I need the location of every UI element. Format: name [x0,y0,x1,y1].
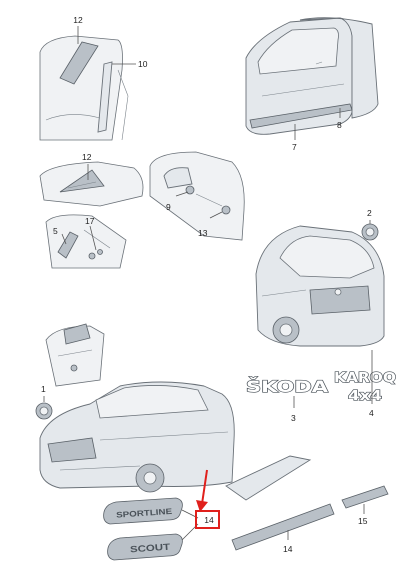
brand-emblem-text: ŠKODA [246,377,329,396]
callout-8: 8 [337,120,342,130]
door-drawing [245,17,379,135]
callout-10: 10 [138,59,148,69]
callout-4: 4 [369,408,374,418]
window-trim-detail [39,35,129,141]
highlight-box [195,510,220,529]
sill-trim-15 [341,485,389,509]
highlight-arrowhead [196,500,208,512]
highlight-arrow [201,469,208,505]
model-emblem-text: KAROQ [334,371,396,386]
callout-12-left: 12 [82,152,92,162]
model-emblem: KAROQ 4x4 [333,370,396,404]
cap-detail [45,323,105,387]
callout-2: 2 [367,208,372,218]
callout-13: 14 [204,515,214,525]
sill-badge-bottom: SCOUT [107,533,183,561]
vehicle-rear [255,225,385,347]
callout-15: 15 [358,516,368,526]
callout-7: 7 [292,142,297,152]
sill-trim-14 [231,503,335,551]
sill-badge-bottom-text: SCOUT [130,542,171,555]
pillar-detail [39,161,144,269]
callout-11: 12 [73,15,83,25]
sill-badge-top: SPORTLINE [103,497,183,525]
callout-9: 9 [166,202,171,212]
callout-3: 3 [291,413,296,423]
mirror-clip-detail [149,151,245,241]
drive-emblem-text: 4x4 [348,389,382,404]
callout-12-right: 13 [198,228,208,238]
callout-5: 5 [53,226,58,236]
callout-14-shown-label: 14 [283,544,293,554]
brand-emblem: ŠKODA [245,376,329,396]
badge-disc-2 [361,223,379,241]
callout-17: 17 [85,216,95,226]
vehicle-front [39,381,235,493]
callout-1: 1 [41,384,46,394]
sill-badge-top-text: SPORTLINE [116,507,173,520]
badge-disc-1 [35,402,53,420]
sill-trim-upper [225,455,312,501]
